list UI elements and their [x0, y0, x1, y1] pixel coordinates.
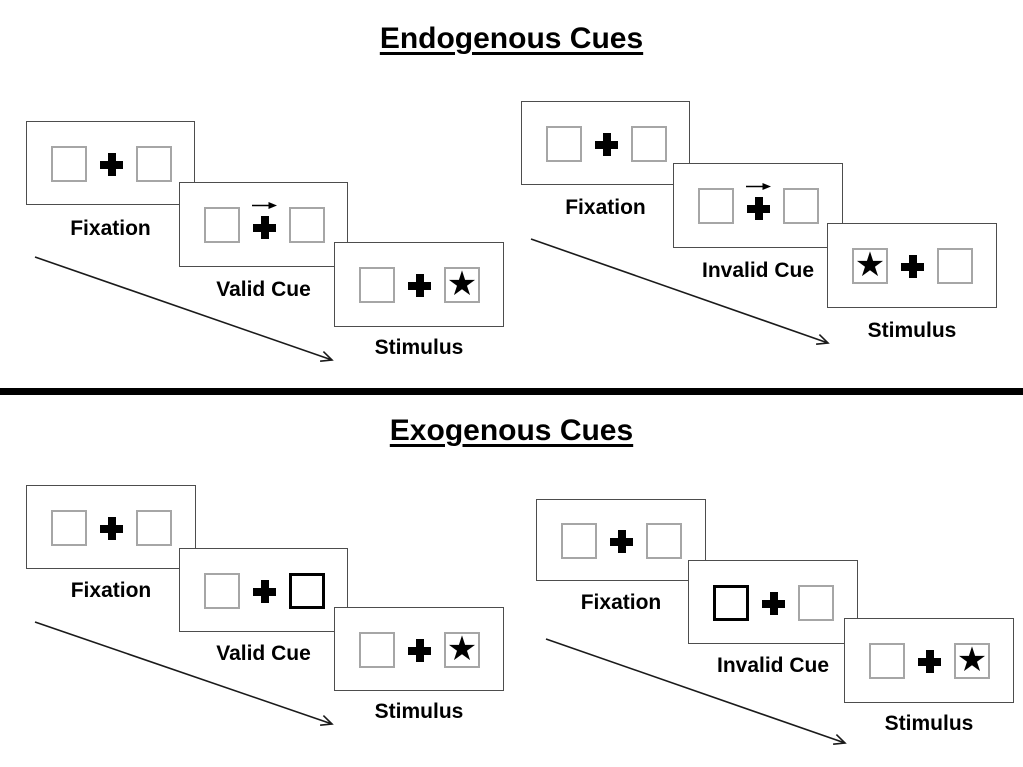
left-placeholder-box	[546, 126, 582, 162]
screen-card-valid-cue	[179, 182, 348, 267]
left-placeholder-box	[51, 146, 87, 182]
fixation-cross-icon	[901, 255, 924, 278]
cue-highlight-box	[289, 573, 325, 609]
left-placeholder-box	[204, 207, 240, 243]
right-placeholder-box: ★	[444, 267, 480, 303]
left-placeholder-box: ★	[852, 248, 888, 284]
frame-label: Valid Cue	[216, 642, 311, 665]
right-placeholder-box: ★	[954, 643, 990, 679]
right-placeholder-box	[798, 585, 834, 621]
fixation-cross-icon	[918, 650, 941, 673]
fixation-cross-icon	[100, 517, 123, 540]
timeline-arrow	[530, 238, 830, 345]
cue-arrow-icon	[252, 202, 277, 209]
star-stimulus-icon: ★	[854, 245, 886, 285]
right-placeholder-box	[136, 146, 172, 182]
star-stimulus-icon: ★	[446, 629, 478, 669]
right-placeholder-box: ★	[444, 632, 480, 668]
cue-highlight-box	[713, 585, 749, 621]
fixation-cross-icon	[253, 216, 276, 239]
right-placeholder-box	[937, 248, 973, 284]
frame-label: Fixation	[580, 591, 662, 614]
frame-label: Stimulus	[374, 336, 464, 359]
fixation-cross-icon	[253, 580, 276, 603]
right-placeholder-box	[289, 207, 325, 243]
screen-card-fixation	[26, 121, 195, 205]
frame-label: Invalid Cue	[701, 259, 815, 282]
star-stimulus-icon: ★	[446, 264, 478, 304]
frame-label: Fixation	[70, 579, 152, 602]
fixation-cross-icon	[762, 592, 785, 615]
frame-label: Invalid Cue	[716, 654, 830, 677]
endogenous-section-title-text: Endogenous Cues	[379, 22, 644, 55]
exogenous-section-title: Exogenous Cues	[0, 414, 1023, 448]
right-placeholder-box	[646, 523, 682, 559]
frame-label: Stimulus	[374, 700, 464, 723]
screen-card-invalid-cue	[688, 560, 858, 644]
fixation-cross-icon	[610, 530, 633, 553]
frame-label: Fixation	[70, 217, 151, 240]
left-placeholder-box	[561, 523, 597, 559]
frame-label: Fixation	[565, 196, 646, 219]
fixation-cross-icon	[747, 197, 770, 220]
screen-card-valid-cue	[179, 548, 348, 632]
screen-card-stimulus: ★	[827, 223, 997, 308]
screen-card-stimulus: ★	[334, 607, 504, 691]
screen-card-stimulus: ★	[844, 618, 1014, 703]
right-placeholder-box	[631, 126, 667, 162]
timeline-arrow	[34, 621, 334, 726]
left-placeholder-box	[51, 510, 87, 546]
fixation-cross-icon	[408, 274, 431, 297]
endogenous-section-title: Endogenous Cues	[0, 22, 1023, 56]
fixation-cross-icon	[595, 133, 618, 156]
frame-label: Stimulus	[867, 319, 957, 342]
star-stimulus-icon: ★	[956, 640, 988, 680]
left-placeholder-box	[869, 643, 905, 679]
section-divider	[0, 388, 1023, 395]
fixation-cross-icon	[100, 153, 123, 176]
timeline-arrow	[34, 256, 334, 362]
right-placeholder-box	[136, 510, 172, 546]
cue-arrow-icon	[746, 183, 771, 190]
frame-label: Stimulus	[884, 712, 974, 735]
left-placeholder-box	[698, 188, 734, 224]
screen-card-fixation	[521, 101, 690, 185]
screen-card-fixation	[536, 499, 706, 581]
left-placeholder-box	[359, 267, 395, 303]
exogenous-section-title-text: Exogenous Cues	[389, 414, 634, 447]
fixation-cross-icon	[408, 639, 431, 662]
screen-card-stimulus: ★	[334, 242, 504, 327]
frame-label: Valid Cue	[216, 278, 311, 301]
screen-card-invalid-cue	[673, 163, 843, 248]
left-placeholder-box	[204, 573, 240, 609]
left-placeholder-box	[359, 632, 395, 668]
right-placeholder-box	[783, 188, 819, 224]
screen-card-fixation	[26, 485, 196, 569]
